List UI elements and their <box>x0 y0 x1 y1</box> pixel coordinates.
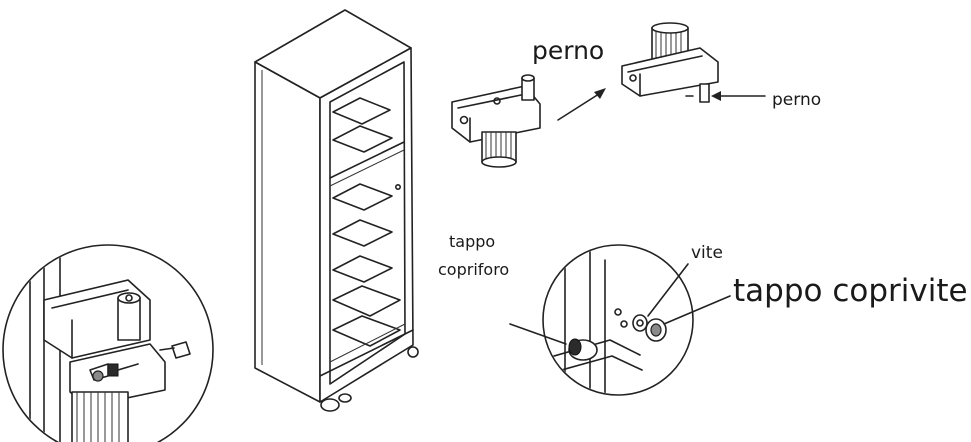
hinge-right-view <box>621 22 719 103</box>
label-copriforo: copriforo <box>438 260 510 279</box>
arrow-to-hinge <box>557 88 606 121</box>
label-tappo: tappo <box>449 232 496 251</box>
detail-circle-left <box>2 244 214 442</box>
label-vite: vite <box>691 243 723 263</box>
arrow-perno-right <box>711 91 766 101</box>
label-tappo-coprivite: tappo coprivite <box>733 273 968 309</box>
label-perno-right: perno <box>772 90 822 110</box>
hinge-left-view <box>451 74 541 168</box>
screw <box>632 314 648 332</box>
label-perno-top: perno <box>532 36 605 65</box>
detail-circle-right <box>509 244 731 396</box>
refrigerator <box>254 9 419 412</box>
screw-cover <box>645 318 667 342</box>
